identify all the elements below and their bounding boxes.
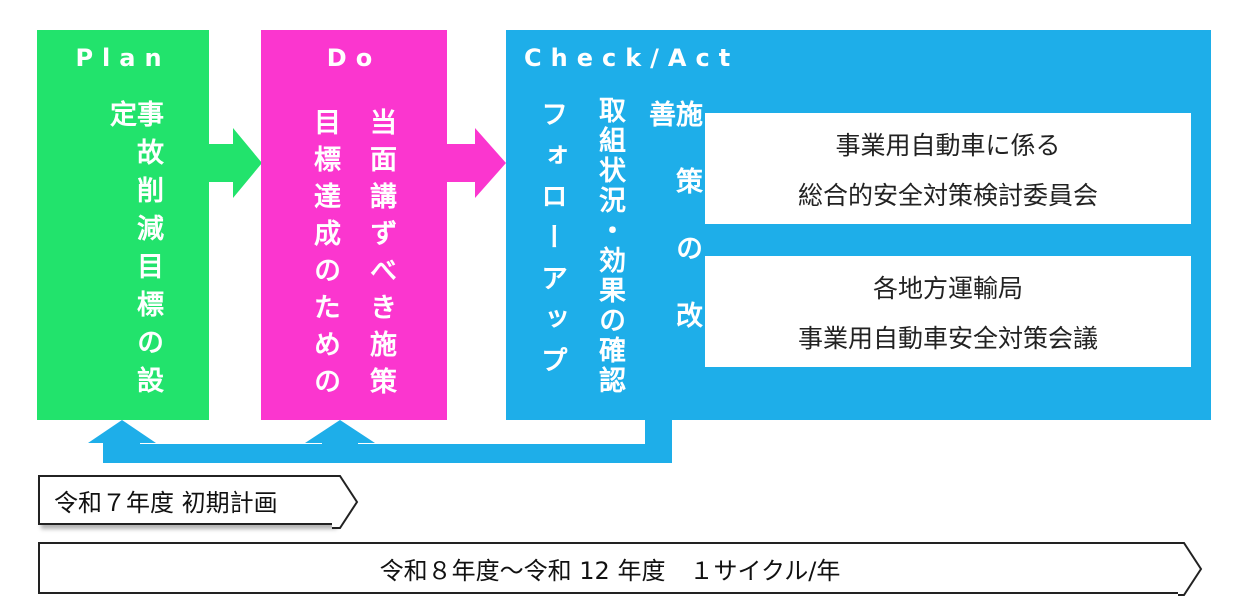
committee-box: 事業用自動車に係る 総合的安全対策検討委員会 <box>705 113 1191 224</box>
do-text-left: 目標達成のための <box>309 108 340 404</box>
do-text-right: 当面講ずべき施策 <box>365 108 396 404</box>
regional-line2: 事業用自動車安全対策会議 <box>797 323 1098 353</box>
check-act-box: Check/Act フォローアップ 取組状況・効果の確認 施策の改善 事業用自動… <box>506 30 1211 420</box>
do-header: Do <box>326 44 382 72</box>
initial-plan-chevron <box>332 475 359 529</box>
check-header: Check/Act <box>524 44 740 72</box>
check-text-confirm: 取組状況・効果の確認 <box>594 96 625 396</box>
arrow-do-to-check <box>447 128 506 198</box>
initial-plan-text: 令和７年度 初期計画 <box>54 488 278 517</box>
initial-plan-label: 令和７年度 初期計画 <box>38 475 334 525</box>
feedback-arrow <box>88 418 672 463</box>
plan-header: Plan <box>75 44 171 72</box>
cycle-chevron <box>1178 542 1203 596</box>
arrow-plan-to-do <box>209 128 262 198</box>
regional-line1: 各地方運輸局 <box>872 273 1023 303</box>
cycle-label: 令和８年度～令和 12 年度 １サイクル/年 <box>38 542 1180 594</box>
plan-box: Plan 事故削減目標の設定 <box>37 30 209 420</box>
check-text-improve: 施策の改善 <box>644 100 702 368</box>
committee-line2: 総合的安全対策検討委員会 <box>797 180 1098 210</box>
plan-text: 事故削減目標の設定 <box>105 100 163 404</box>
cycle-text: 令和８年度～令和 12 年度 １サイクル/年 <box>379 556 841 585</box>
committee-line1: 事業用自動車に係る <box>835 130 1061 160</box>
check-text-followup: フォローアップ <box>536 100 567 387</box>
regional-bureau-box: 各地方運輸局 事業用自動車安全対策会議 <box>705 256 1191 367</box>
do-box: Do 当面講ずべき施策 目標達成のための <box>261 30 447 420</box>
